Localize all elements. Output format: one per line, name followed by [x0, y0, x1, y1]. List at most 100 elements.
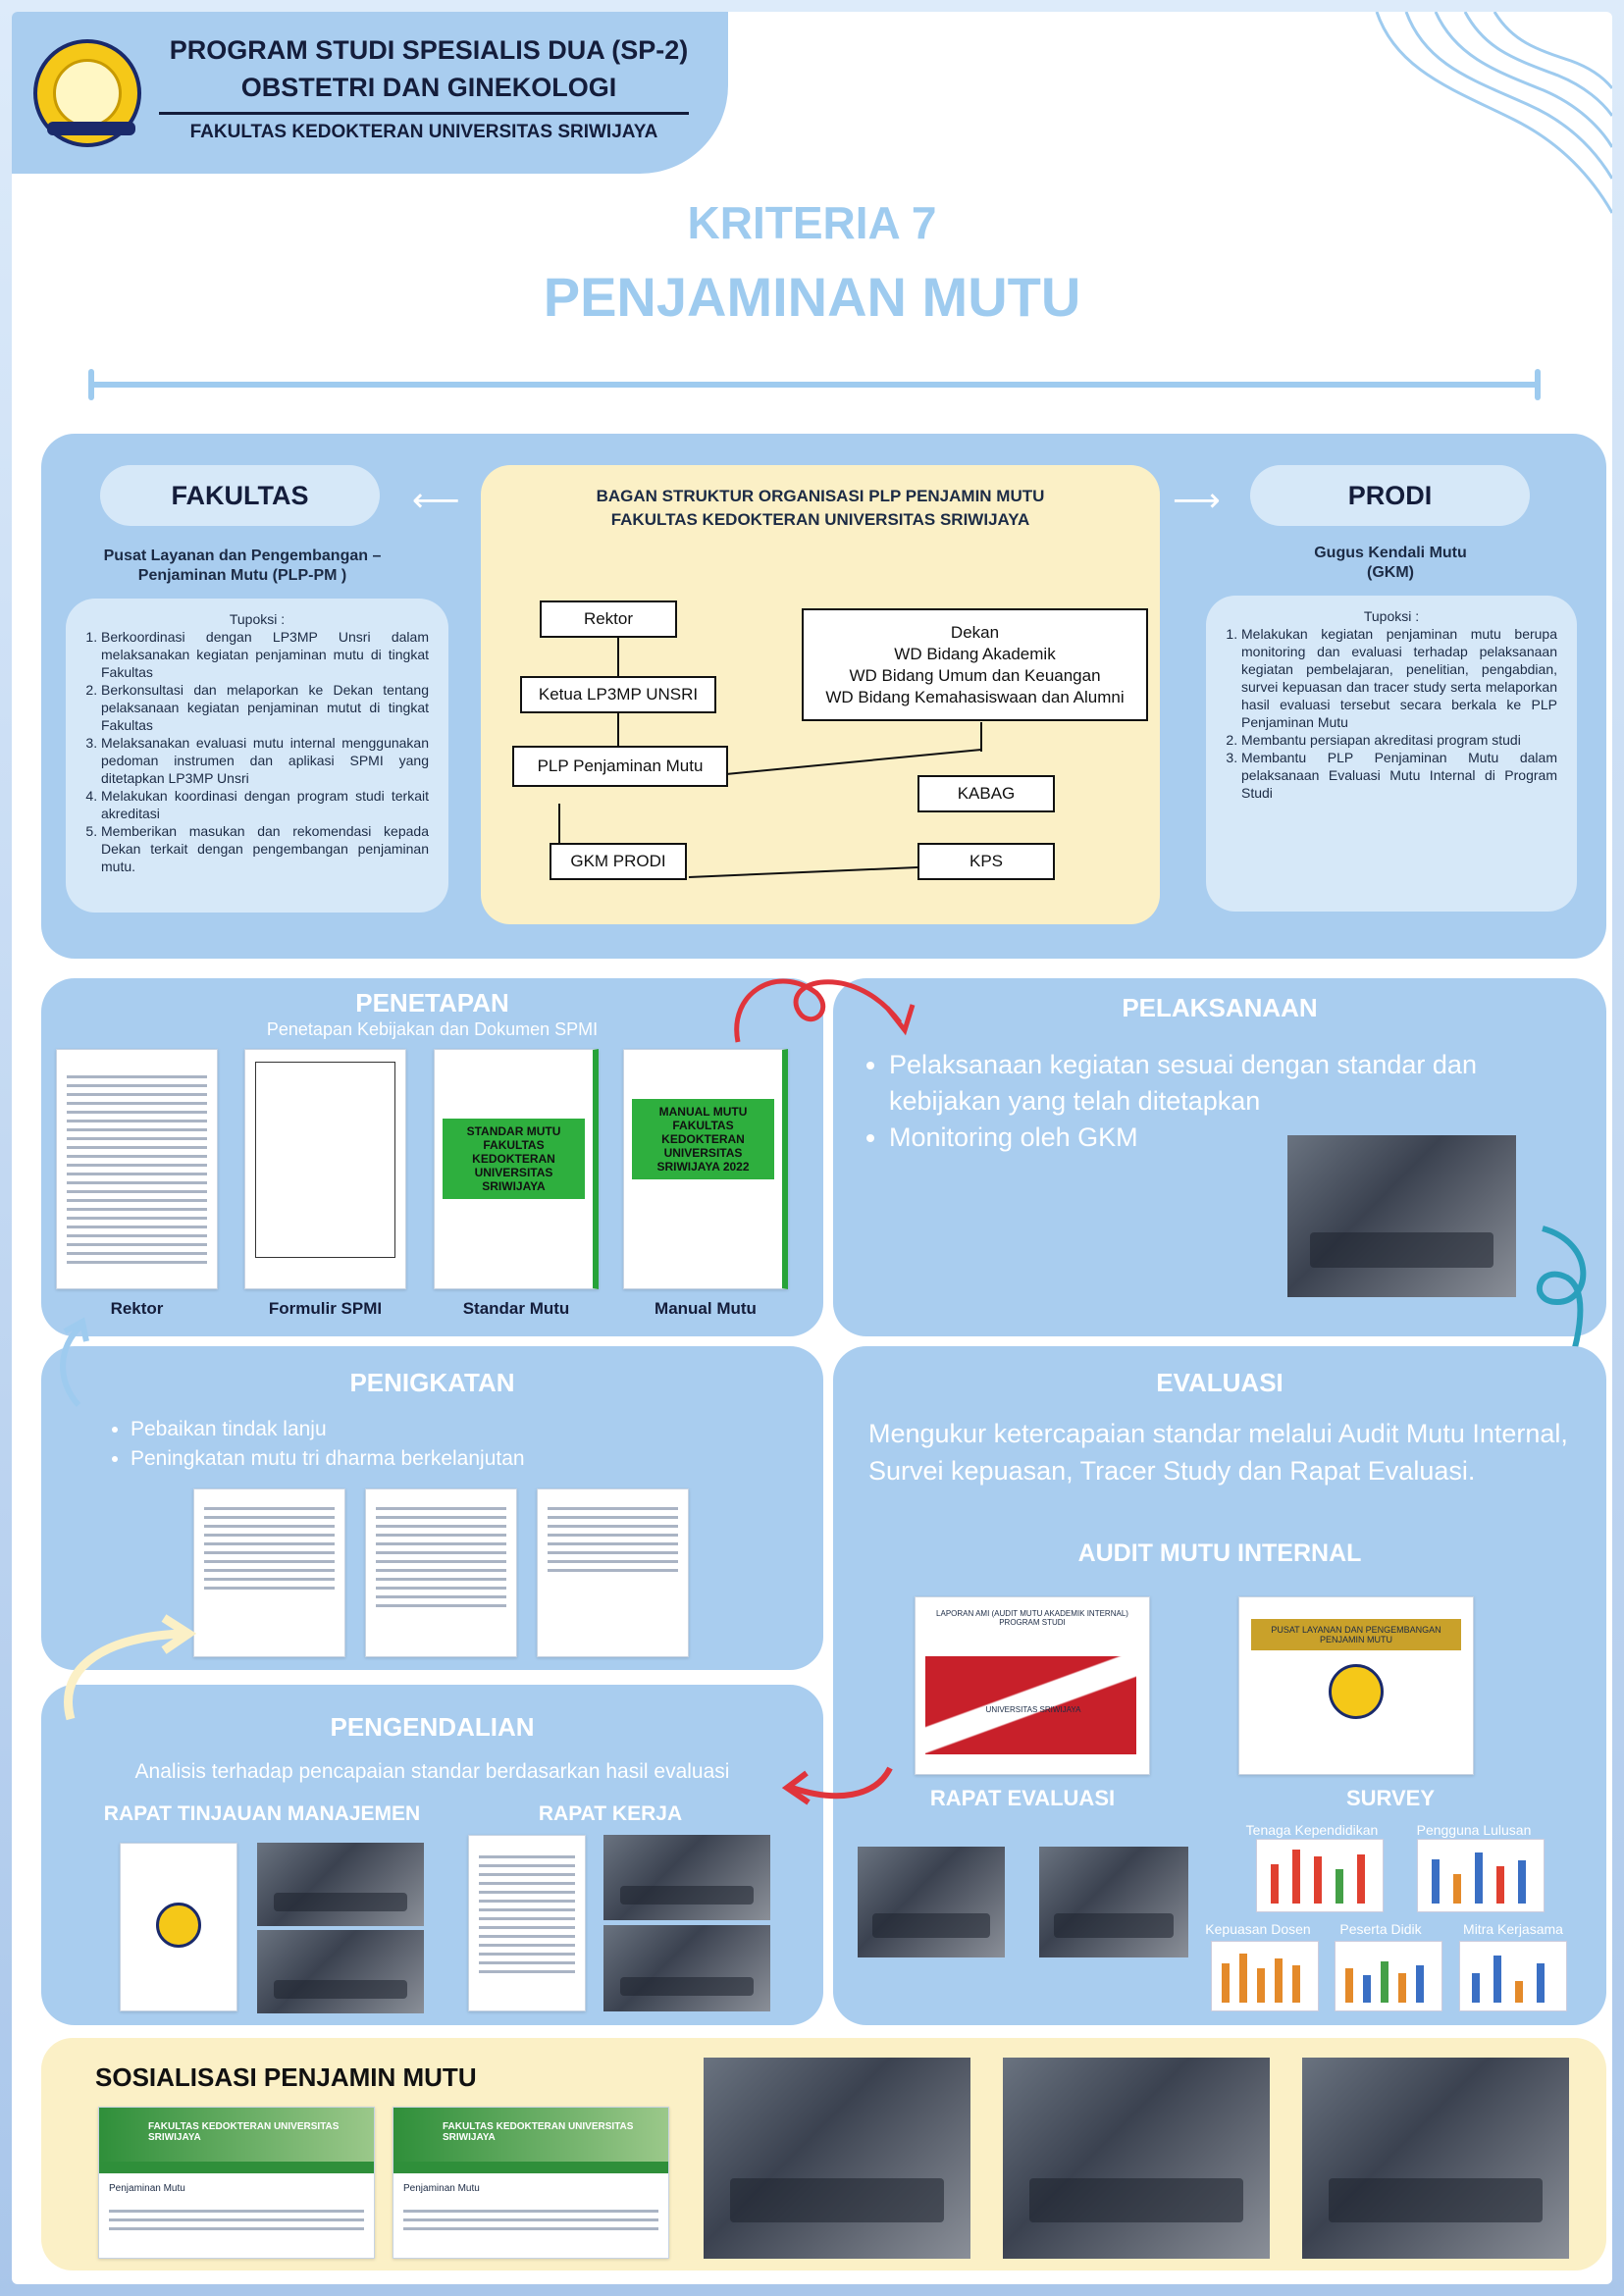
survey-title: SURVEY: [1345, 1786, 1436, 1810]
org-plp: PLP Penjaminan Mutu: [512, 746, 728, 787]
monitoring-photo: [1287, 1135, 1516, 1297]
page-title: PENJAMINAN MUTU: [543, 266, 1081, 328]
fakultas-tupoksi-item: Melakukan koordinasi dengan program stud…: [101, 787, 429, 822]
prodi-tupoksi-item: Membantu PLP Penjaminan Mutu dalam pelak…: [1241, 749, 1557, 802]
fakultas-tupoksi-item: Melaksanakan evaluasi mutu internal meng…: [101, 734, 429, 787]
org-wd-akademik: WD Bidang Akademik: [894, 644, 1056, 663]
header-faculty: FAKULTAS KEDOKTERAN UNIVERSITAS SRIWIJAY…: [189, 122, 658, 142]
doc-standar-thumbnail: STANDAR MUTU FAKULTAS KEDOKTERAN UNIVERS…: [434, 1049, 599, 1289]
pelaksanaan-bullet: Pelaksanaan kegiatan sesuai dengan stand…: [889, 1047, 1570, 1120]
fakultas-tupoksi-title: Tupoksi :: [229, 611, 286, 627]
peningkatan-bullets: Pebaikan tindak lanju Peningkatan mutu t…: [105, 1415, 792, 1474]
audit-title: AUDIT MUTU INTERNAL: [1077, 1539, 1362, 1567]
rtm-photo: [257, 1930, 424, 2013]
evaluasi-title: EVALUASI: [1156, 1368, 1283, 1397]
doc-caption: Manual Mutu: [655, 1299, 757, 1318]
doc-caption: Standar Mutu: [462, 1299, 570, 1318]
followup-doc-thumbnail: [365, 1488, 517, 1657]
criteria-title: KRITERIA 7: [687, 197, 937, 248]
header-department: OBSTETRI DAN GINEKOLOGI: [240, 73, 617, 102]
manual-cover-text: MANUAL MUTU FAKULTAS KEDOKTERAN UNIVERSI…: [632, 1099, 774, 1179]
sosialisasi-photo: [1003, 2058, 1270, 2259]
header-program: PROGRAM STUDI SPESIALIS DUA (SP-2): [169, 35, 689, 65]
fakultas-tupoksi-item: Berkoordinasi dengan LP3MP Unsri dalam m…: [101, 628, 429, 681]
org-kps: KPS: [917, 843, 1055, 880]
sosialisasi-photo: [704, 2058, 970, 2259]
org-chart-title-1: BAGAN STRUKTUR ORGANISASI PLP PENJAMIN M…: [596, 487, 1045, 505]
followup-doc-thumbnail: [193, 1488, 345, 1657]
doc-caption: Rektor: [110, 1299, 164, 1318]
survey-chart-dosen: [1211, 1941, 1319, 2011]
pelaksanaan-bullets: Pelaksanaan kegiatan sesuai dengan stand…: [864, 1047, 1570, 1156]
website-header: FAKULTAS KEDOKTERAN UNIVERSITAS SRIWIJAY…: [393, 2108, 668, 2162]
evaluasi-text: Mengukur ketercapaian standar melalui Au…: [868, 1419, 1568, 1486]
website-screenshot: FAKULTAS KEDOKTERAN UNIVERSITAS SRIWIJAY…: [393, 2107, 669, 2259]
fakultas-label: FAKULTAS: [100, 465, 380, 526]
fakultas-tupoksi-item: Memberikan masukan dan rekomendasi kepad…: [101, 822, 429, 875]
arrow-right-icon: ⟶: [1173, 482, 1221, 519]
poster: PROGRAM STUDI SPESIALIS DUA (SP-2) OBSTE…: [12, 12, 1612, 2284]
survey-chart-pengguna: [1417, 1839, 1545, 1912]
rapat-kerja-photo: [603, 1835, 770, 1920]
pelaksanaan-title: PELAKSANAAN: [1122, 993, 1318, 1022]
doc-caption: Formulir SPMI: [268, 1299, 383, 1318]
survey-chart-tendik: [1256, 1839, 1384, 1912]
prodi-tupoksi-title: Tupoksi :: [1363, 608, 1420, 624]
fakultas-tupoksi-item: Berkonsultasi dan melaporkan ke Dekan te…: [101, 681, 429, 734]
survey-label: Tenaga Kependidikan: [1245, 1822, 1379, 1838]
org-chart-connectors: [558, 632, 982, 878]
website-header: FAKULTAS KEDOKTERAN UNIVERSITAS SRIWIJAY…: [99, 2108, 374, 2162]
fakultas-tupoksi: Tupoksi : Berkoordinasi dengan LP3MP Uns…: [66, 599, 448, 913]
prodi-subtitle-2: (GKM): [1367, 564, 1414, 581]
rapat-kerja-doc-thumbnail: [468, 1835, 586, 2011]
penetapan-title: PENETAPAN: [355, 988, 509, 1018]
rapat-kerja-title: RAPAT KERJA: [538, 1802, 683, 1825]
org-chart-title-2: FAKULTAS KEDOKTERAN UNIVERSITAS SRIWIJAY…: [610, 510, 1030, 529]
cycle-arrow-icon: [781, 1766, 893, 1805]
doc-formulir-thumbnail: [244, 1049, 406, 1289]
pengendalian-title: PENGENDALIAN: [330, 1712, 535, 1742]
rapat-evaluasi-photo: [858, 1847, 1005, 1957]
audit-plppm-thumbnail: PUSAT LAYANAN DAN PENGEMBANGAN PENJAMIN …: [1238, 1596, 1474, 1775]
cycle-arrow-icon: [734, 978, 916, 1043]
rapat-evaluasi-title: RAPAT EVALUASI: [929, 1786, 1116, 1810]
pengendalian-subtitle: Analisis terhadap pencapaian standar ber…: [134, 1760, 730, 1783]
org-dekan-group: Dekan WD Bidang Akademik WD Bidang Umum …: [802, 608, 1148, 721]
prodi-label: PRODI: [1250, 465, 1530, 526]
survey-chart-peserta: [1335, 1941, 1442, 2011]
org-dekan: Dekan: [950, 622, 1000, 642]
peningkatan-bullet: Peningkatan mutu tri dharma berkelanjuta…: [131, 1444, 792, 1474]
survey-label: Peserta Didik: [1339, 1921, 1422, 1937]
org-wd-kemahasiswaan: WD Bidang Kemahasiswaan dan Alumni: [825, 687, 1125, 706]
survey-label: Mitra Kerjasama: [1463, 1921, 1563, 1937]
org-gkm: GKM PRODI: [550, 843, 687, 880]
decorative-wave-icon: [1375, 12, 1612, 214]
title-divider: [88, 369, 1541, 400]
header-divider: [159, 112, 689, 115]
audit-report-title: LAPORAN AMI (AUDIT MUTU AKADEMIK INTERNA…: [936, 1609, 1128, 1627]
peningkatan-bullet: Pebaikan tindak lanju: [131, 1415, 792, 1444]
website-tab: Penjaminan Mutu: [109, 2183, 185, 2194]
rtm-title: RAPAT TINJAUAN MANAJEMEN: [103, 1802, 421, 1825]
sosialisasi-photo: [1302, 2058, 1569, 2259]
arrow-left-icon: ⟵: [412, 482, 460, 519]
standar-cover-text: STANDAR MUTU FAKULTAS KEDOKTERAN UNIVERS…: [443, 1119, 585, 1199]
peningkatan-title: PENIGKATAN: [349, 1368, 515, 1397]
penetapan-subtitle: Penetapan Kebijakan dan Dokumen SPMI: [266, 1019, 599, 1039]
audit-plppm-title: PUSAT LAYANAN DAN PENGEMBANGAN PENJAMIN …: [1251, 1619, 1461, 1650]
org-wd-umum: WD Bidang Umum dan Keuangan: [849, 665, 1101, 685]
prodi-subtitle-1: Gugus Kendali Mutu: [1314, 545, 1467, 561]
org-rektor: Rektor: [540, 600, 677, 638]
sosialisasi-title: SOSIALISASI PENJAMIN MUTU: [95, 2062, 477, 2092]
website-tab: Penjaminan Mutu: [403, 2183, 480, 2194]
survey-label: Kepuasan Dosen: [1205, 1921, 1311, 1937]
rtm-doc-thumbnail: [120, 1843, 237, 2011]
doc-rektor-thumbnail: [56, 1049, 218, 1289]
cycle-arrow-icon: [60, 1317, 89, 1408]
prodi-tupoksi-item: Melakukan kegiatan penjaminan mutu berup…: [1241, 625, 1557, 731]
fakultas-subtitle: Pusat Layanan dan Pengembangan – Penjami…: [103, 548, 382, 584]
org-lp3mp: Ketua LP3MP UNSRI: [520, 676, 716, 713]
followup-doc-thumbnail: [537, 1488, 689, 1657]
doc-manual-thumbnail: MANUAL MUTU FAKULTAS KEDOKTERAN UNIVERSI…: [623, 1049, 788, 1289]
rapat-kerja-photo: [603, 1925, 770, 2011]
